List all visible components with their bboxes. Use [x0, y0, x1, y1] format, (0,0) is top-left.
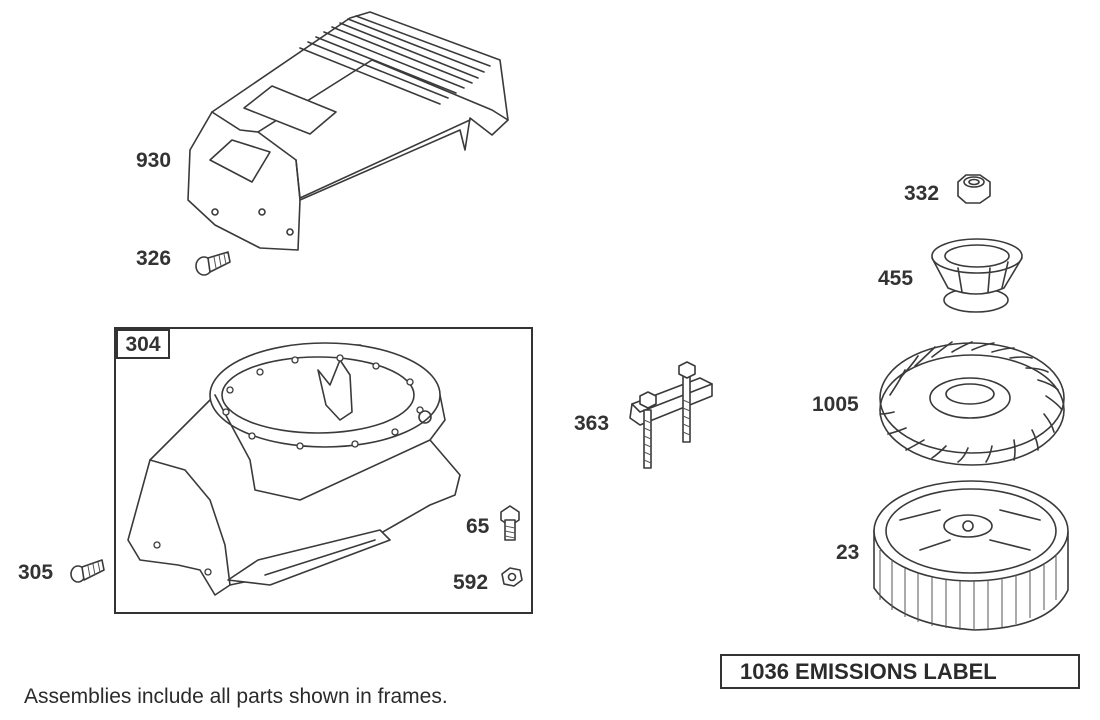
- callout-1005: 1005: [812, 393, 859, 416]
- callout-23: 23: [836, 541, 860, 564]
- callout-930: 930: [136, 149, 172, 172]
- part-326-screw: [195, 251, 231, 276]
- callout-326: 326: [136, 247, 172, 270]
- part-65-bolt: [500, 505, 520, 541]
- assembly-frame: [114, 327, 533, 614]
- callout-363: 363: [574, 412, 610, 435]
- part-23-flywheel: [873, 480, 1069, 631]
- part-930-cover: [187, 11, 509, 251]
- part-455-cup: [931, 238, 1023, 313]
- callout-305: 305: [18, 561, 54, 584]
- part-304-blower-housing: [127, 342, 461, 596]
- callout-65: 65: [466, 515, 490, 538]
- part-363-bracket: [629, 361, 713, 469]
- part-305-screw: [70, 559, 105, 583]
- callout-332: 332: [904, 182, 940, 205]
- footnote: Assemblies include all parts shown in fr…: [24, 685, 448, 708]
- part-1005-fan: [879, 341, 1065, 466]
- callout-304: 304: [116, 329, 170, 359]
- part-592-nut: [501, 567, 523, 587]
- callout-455: 455: [878, 267, 914, 290]
- part-332-nut: [957, 174, 991, 204]
- emissions-label-box: 1036 EMISSIONS LABEL: [720, 654, 1080, 689]
- callout-592: 592: [453, 571, 489, 594]
